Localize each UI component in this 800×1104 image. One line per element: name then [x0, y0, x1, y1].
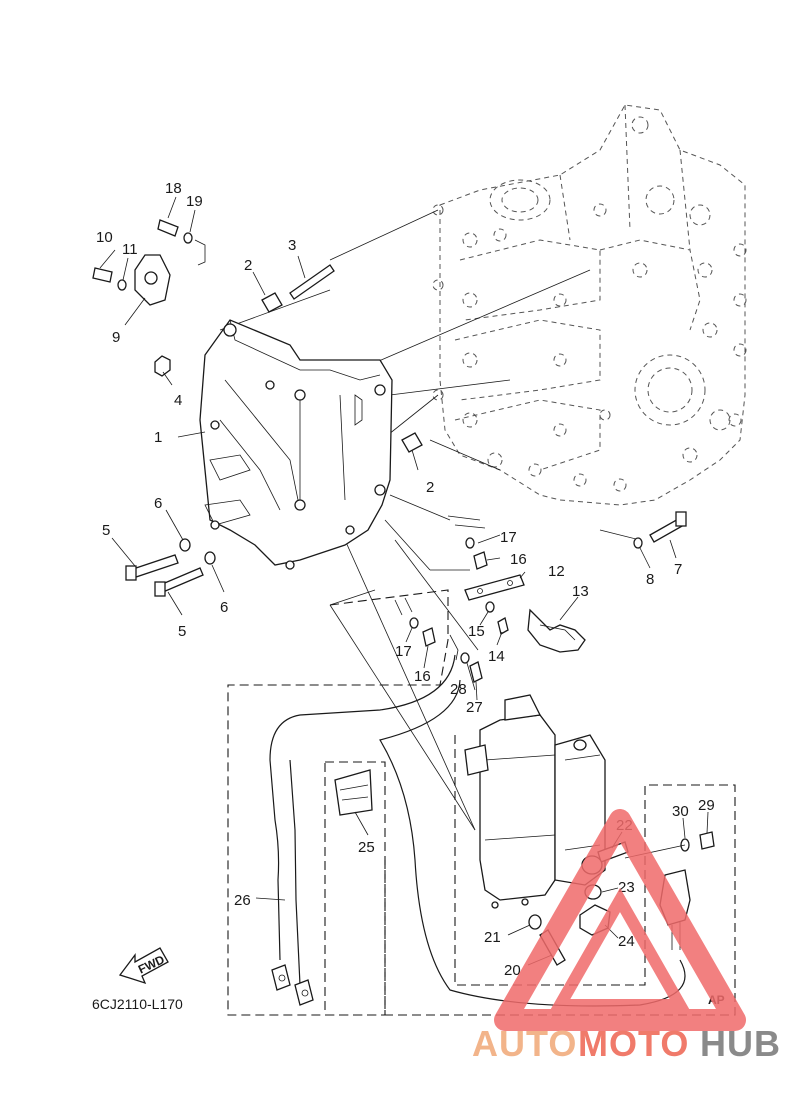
callout-6: 6: [220, 599, 228, 616]
callout-8: 8: [646, 571, 654, 588]
callout-17: 17: [395, 643, 412, 660]
callout-28: 28: [450, 681, 467, 698]
callout-21: 21: [484, 929, 501, 946]
starter-motor: [464, 694, 606, 909]
callout-3: 3: [288, 237, 296, 254]
callout-2: 2: [426, 479, 434, 496]
callout-9: 9: [112, 329, 120, 346]
callout-10: 10: [96, 229, 113, 246]
callout-16: 16: [510, 551, 527, 568]
callout-27: 27: [466, 699, 483, 716]
callout-13: 13: [572, 583, 589, 600]
bracket-part: [199, 319, 393, 570]
watermark-logo-icon: [494, 809, 746, 1031]
fwd-arrow-icon: FWD: [118, 947, 169, 985]
group-boxes: [227, 589, 736, 1016]
callout-4: 4: [174, 392, 182, 409]
callout-16: 16: [414, 668, 431, 685]
engine-block: [432, 104, 747, 506]
callout-17: 17: [500, 529, 517, 546]
callout-5: 5: [102, 522, 110, 539]
callout-15: 15: [468, 623, 485, 640]
watermark-moto: MOTO: [578, 1023, 689, 1064]
callout-1: 1: [154, 429, 162, 446]
callout-numbers: 1 2 2 3 4 5 5 6 6 7 8 9 10 11 12 13 14 1…: [96, 180, 715, 979]
callout-29: 29: [698, 797, 715, 814]
callout-6: 6: [154, 495, 162, 512]
callout-leaders: [99, 196, 709, 966]
fwd-label: FWD: [136, 952, 167, 976]
callout-26: 26: [234, 892, 251, 909]
callout-2: 2: [244, 257, 252, 274]
callout-11: 11: [122, 241, 138, 258]
callout-5: 5: [178, 623, 186, 640]
callout-12: 12: [548, 563, 565, 580]
callout-14: 14: [488, 648, 505, 665]
diagram-code: 6CJ2110-L170: [92, 996, 183, 1012]
watermark-hub: HUB: [700, 1023, 781, 1064]
callout-7: 7: [674, 561, 682, 578]
watermark-text: AUTO MOTO HUB: [472, 1023, 781, 1064]
callout-20: 20: [504, 962, 521, 979]
hardware-parts: [92, 219, 687, 683]
callout-24: 24: [618, 933, 635, 950]
callout-19: 19: [186, 193, 203, 210]
watermark-auto: AUTO: [472, 1023, 577, 1064]
callout-30: 30: [672, 803, 689, 820]
callout-25: 25: [358, 839, 375, 856]
callout-18: 18: [165, 180, 182, 197]
